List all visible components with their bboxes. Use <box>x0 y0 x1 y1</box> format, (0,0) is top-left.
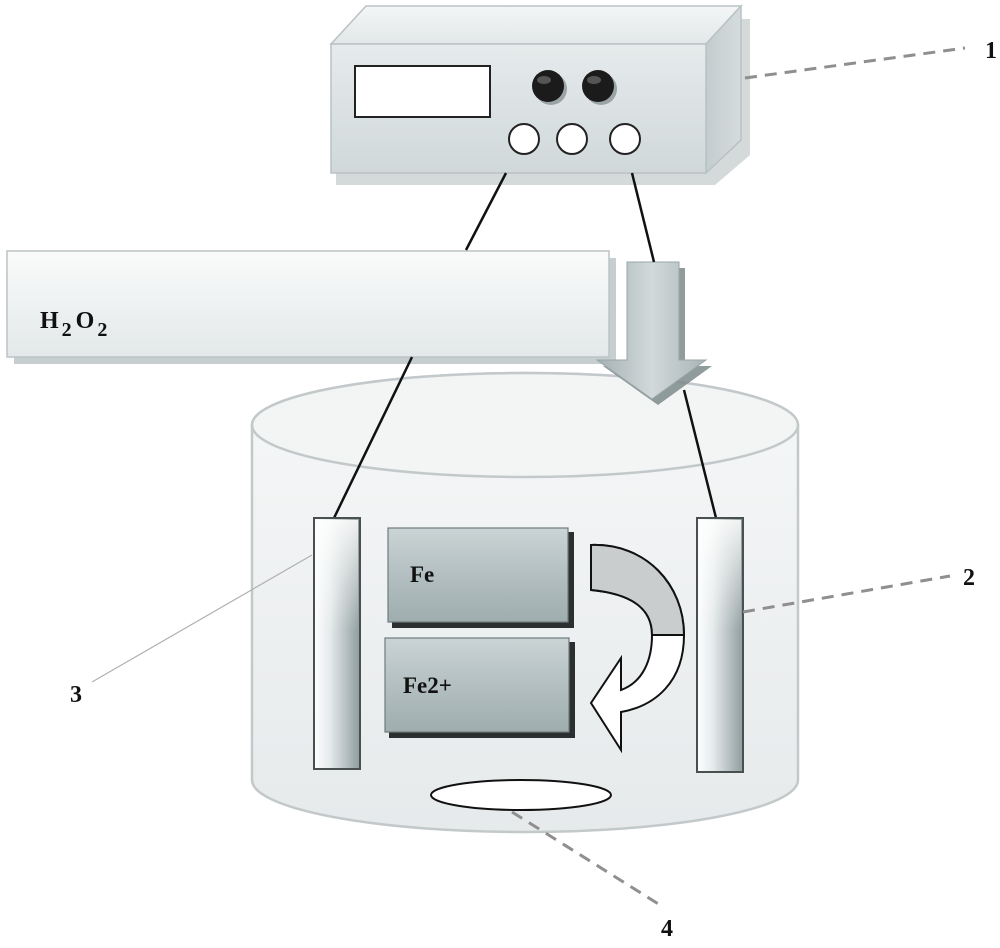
fe2-block <box>384 637 575 738</box>
beaker-rim <box>250 371 800 479</box>
leader-line-2 <box>742 574 951 614</box>
wire-cathode-upper <box>630 172 656 263</box>
conversion-arrow <box>589 543 686 754</box>
callout-3: 3 <box>70 682 82 708</box>
stir-bar <box>430 779 612 811</box>
callout-2: 2 <box>963 565 975 591</box>
fe2-label: Fe2+ <box>403 673 452 698</box>
display-screen <box>354 65 491 118</box>
h2o2-o: O <box>76 308 95 334</box>
leader-line-4 <box>511 810 661 907</box>
knob-2 <box>582 70 617 105</box>
power-supply <box>329 4 750 185</box>
anode-electrode <box>313 517 361 770</box>
leader-line-1 <box>744 46 966 80</box>
terminal-3 <box>609 123 641 155</box>
wire-anode-upper <box>464 172 508 251</box>
terminal-1 <box>508 123 540 155</box>
h2o2-sub-1: 2 <box>62 319 72 341</box>
wire-cathode-lower <box>682 389 718 519</box>
cathode-electrode <box>696 517 744 773</box>
h2o2-h: H <box>40 308 59 334</box>
h2o2-feed-bar <box>6 250 616 364</box>
fe-block <box>387 527 574 628</box>
knob-1 <box>532 70 567 105</box>
fe-label: Fe <box>410 562 434 587</box>
wires <box>332 172 718 519</box>
leader-lines <box>91 46 966 907</box>
h2o2-sub-2: 2 <box>97 319 107 341</box>
feed-arrow <box>595 261 712 405</box>
leader-line-3 <box>91 554 313 683</box>
terminal-2 <box>556 123 588 155</box>
callout-4: 4 <box>661 916 673 942</box>
callout-1: 1 <box>985 38 997 64</box>
wire-anode-lower <box>332 356 414 519</box>
power-supply-top <box>329 5 743 45</box>
